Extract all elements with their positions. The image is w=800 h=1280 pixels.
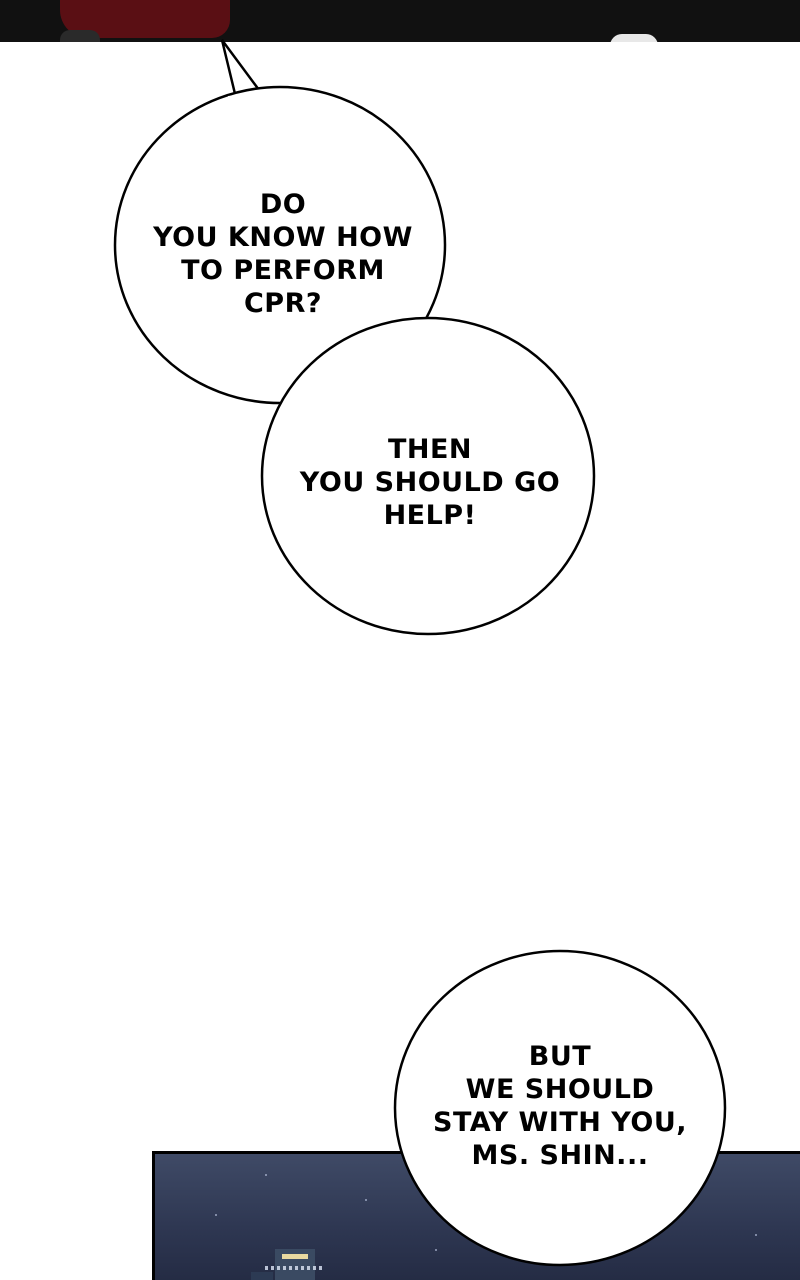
building-roof-light [282, 1254, 308, 1259]
bubble-3-line: STAY WITH YOU, [433, 1107, 687, 1138]
star [755, 1234, 757, 1236]
city-lights [265, 1266, 325, 1270]
bubble-3-line: MS. SHIN... [471, 1140, 649, 1171]
bubble-3 [393, 949, 727, 1267]
top-panel [0, 0, 800, 42]
bubble-3-line: BUT [528, 1041, 592, 1072]
bubble-2 [260, 316, 596, 636]
star [215, 1214, 217, 1216]
bubble-2-line: YOU SHOULD GO [299, 467, 561, 498]
building-left [251, 1272, 273, 1280]
bubble-2-line: HELP! [383, 500, 477, 531]
star [265, 1174, 267, 1176]
coat-shadow [60, 30, 100, 42]
white-shoe [610, 34, 658, 42]
bubble-2-line: THEN [387, 434, 473, 465]
star [435, 1249, 437, 1251]
bubble-1-line: DO [259, 189, 307, 220]
bubble-1-text: DO YOU KNOW HOW TO PERFORM CPR? [138, 188, 428, 320]
bubble-3-line: WE SHOULD [465, 1074, 655, 1105]
bubble-1-line: CPR? [243, 288, 323, 319]
star [365, 1199, 367, 1201]
bubble-2-text: THEN YOU SHOULD GO HELP! [288, 433, 572, 532]
bubble-1-line: TO PERFORM [181, 255, 385, 286]
bubble-3-text: BUT WE SHOULD STAY WITH YOU, MS. SHIN... [410, 1040, 710, 1172]
bubble-1-line: YOU KNOW HOW [153, 222, 413, 253]
